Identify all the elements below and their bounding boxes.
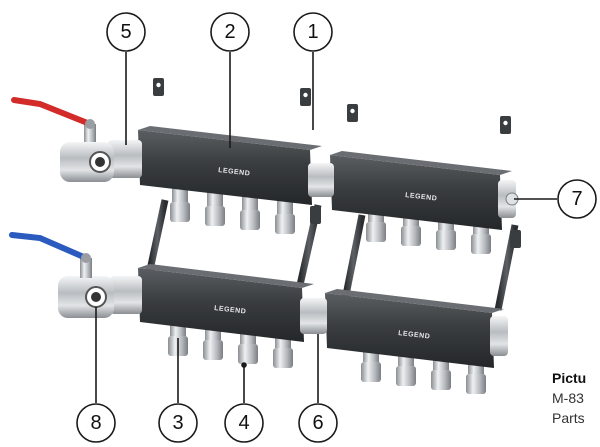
callout-3: 3 [158, 338, 198, 443]
supply-right-brand: LEGEND [405, 192, 438, 203]
callout-5: 5 [106, 12, 146, 145]
supply-manifold: LEGEND LEGEND [138, 126, 519, 254]
return-ball-valve-icon [9, 232, 142, 318]
return-manifold: LEGEND LEGEND [138, 264, 508, 394]
supply-left-brand: LEGEND [218, 167, 251, 178]
caption-line-2: Parts [552, 410, 585, 426]
svg-text:5: 5 [120, 21, 131, 43]
caption-line-1: M-83 [552, 390, 584, 406]
callout-7: 7 [514, 179, 597, 219]
figure-caption: Pictu M-83 Parts [552, 368, 600, 428]
svg-text:4: 4 [238, 412, 249, 434]
return-left-brand: LEGEND [214, 305, 247, 316]
svg-text:1: 1 [307, 21, 318, 43]
callout-6: 6 [298, 334, 338, 443]
svg-text:2: 2 [224, 21, 235, 43]
return-coupling [300, 298, 327, 334]
callout-2: 2 [210, 12, 250, 148]
supply-coupling [308, 163, 334, 197]
svg-text:8: 8 [90, 412, 101, 434]
supply-ball-valve-icon [11, 97, 142, 182]
callout-1: 1 [293, 12, 333, 130]
mounting-brackets [146, 78, 521, 311]
return-end-cap [490, 316, 508, 356]
caption-title: Pictu [552, 370, 587, 386]
supply-outlets-left [170, 188, 295, 234]
return-outlets-left [168, 322, 293, 368]
return-right-brand: LEGEND [398, 330, 431, 341]
callout-8: 8 [76, 307, 116, 443]
svg-text:3: 3 [172, 412, 183, 434]
callout-4: 4 [224, 362, 264, 443]
svg-text:6: 6 [312, 412, 323, 434]
svg-text:7: 7 [571, 188, 582, 210]
